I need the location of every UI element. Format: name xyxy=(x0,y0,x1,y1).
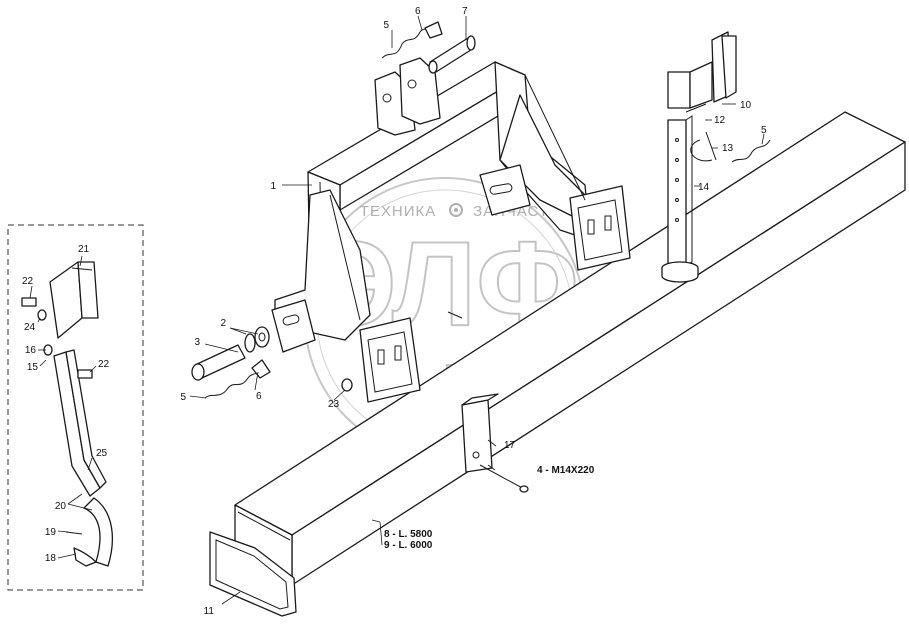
center-mark xyxy=(447,311,463,319)
callout-6-top: 6 xyxy=(415,6,421,17)
callout-5-left: 5 xyxy=(180,392,186,403)
callout-3: 3 xyxy=(194,337,200,348)
clamp-assembly xyxy=(461,393,529,493)
nut-23 xyxy=(341,378,353,392)
gear-icon xyxy=(449,203,463,217)
callout-5-right: 5 xyxy=(761,125,767,136)
callout-9: 9 - L. 6000 xyxy=(384,540,433,551)
callout-1: 1 xyxy=(270,181,276,192)
callout-8: 8 - L. 5800 xyxy=(384,529,433,540)
callout-4: 4 - M14X220 xyxy=(537,465,595,476)
callout-11: 11 xyxy=(204,606,215,617)
callout-15: 15 xyxy=(27,362,39,373)
callout-7: 7 xyxy=(462,6,468,17)
callout-22-lower: 22 xyxy=(98,359,110,370)
callout-22-upper: 22 xyxy=(22,276,34,287)
watermark-text-left: ТЕХНИКА xyxy=(360,203,437,220)
callout-12: 12 xyxy=(714,115,726,126)
callout-10: 10 xyxy=(740,100,752,111)
callout-19: 19 xyxy=(45,527,57,538)
callout-20: 20 xyxy=(55,501,67,512)
callout-14: 14 xyxy=(698,182,710,193)
callout-25: 25 xyxy=(96,448,108,459)
callouts: 1 2 3 4 - M14X220 5 5 5 6 6 7 8 - L. 580… xyxy=(22,6,767,617)
callout-16: 16 xyxy=(25,345,37,356)
callout-13: 13 xyxy=(722,143,734,154)
callout-6-left: 6 xyxy=(256,391,262,402)
callout-2: 2 xyxy=(220,318,226,329)
callout-21: 21 xyxy=(78,244,90,255)
leader-lines xyxy=(29,15,765,605)
callout-18: 18 xyxy=(45,553,57,564)
callout-24: 24 xyxy=(24,322,36,333)
callout-23: 23 xyxy=(328,399,340,410)
pin-assembly-top xyxy=(381,21,476,74)
end-cap xyxy=(209,531,297,617)
main-bracket xyxy=(271,57,631,403)
callout-17: 17 xyxy=(504,440,516,451)
detail-box xyxy=(7,224,144,591)
callout-5-top: 5 xyxy=(383,20,389,31)
stand-assembly xyxy=(661,31,771,283)
pin-assembly-left xyxy=(191,326,271,399)
